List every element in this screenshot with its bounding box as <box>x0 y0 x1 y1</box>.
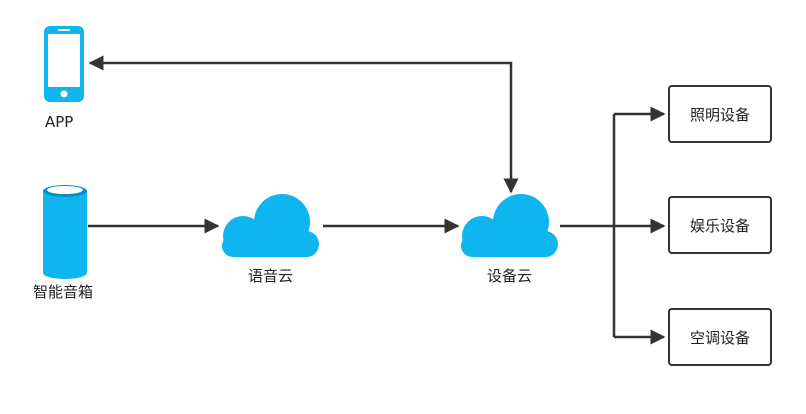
smart-speaker-icon <box>43 185 87 279</box>
voice-cloud-icon <box>222 194 319 257</box>
device-cloud-label: 设备云 <box>487 267 533 285</box>
device-box-lighting: 照明设备 <box>668 85 772 143</box>
smartphone-icon <box>44 26 84 102</box>
app-label: APP <box>45 113 74 131</box>
device-label-ac: 空调设备 <box>689 328 750 347</box>
arrow-app-device-cloud <box>88 55 519 194</box>
device-box-entertainment: 娱乐设备 <box>668 196 772 254</box>
device-label-entertainment: 娱乐设备 <box>689 216 750 235</box>
device-cloud-icon <box>461 194 558 257</box>
smart-speaker-label: 智能音箱 <box>33 283 94 301</box>
voice-cloud-label: 语音云 <box>248 267 294 285</box>
device-box-ac: 空调设备 <box>668 308 772 366</box>
device-label-lighting: 照明设备 <box>689 105 750 124</box>
